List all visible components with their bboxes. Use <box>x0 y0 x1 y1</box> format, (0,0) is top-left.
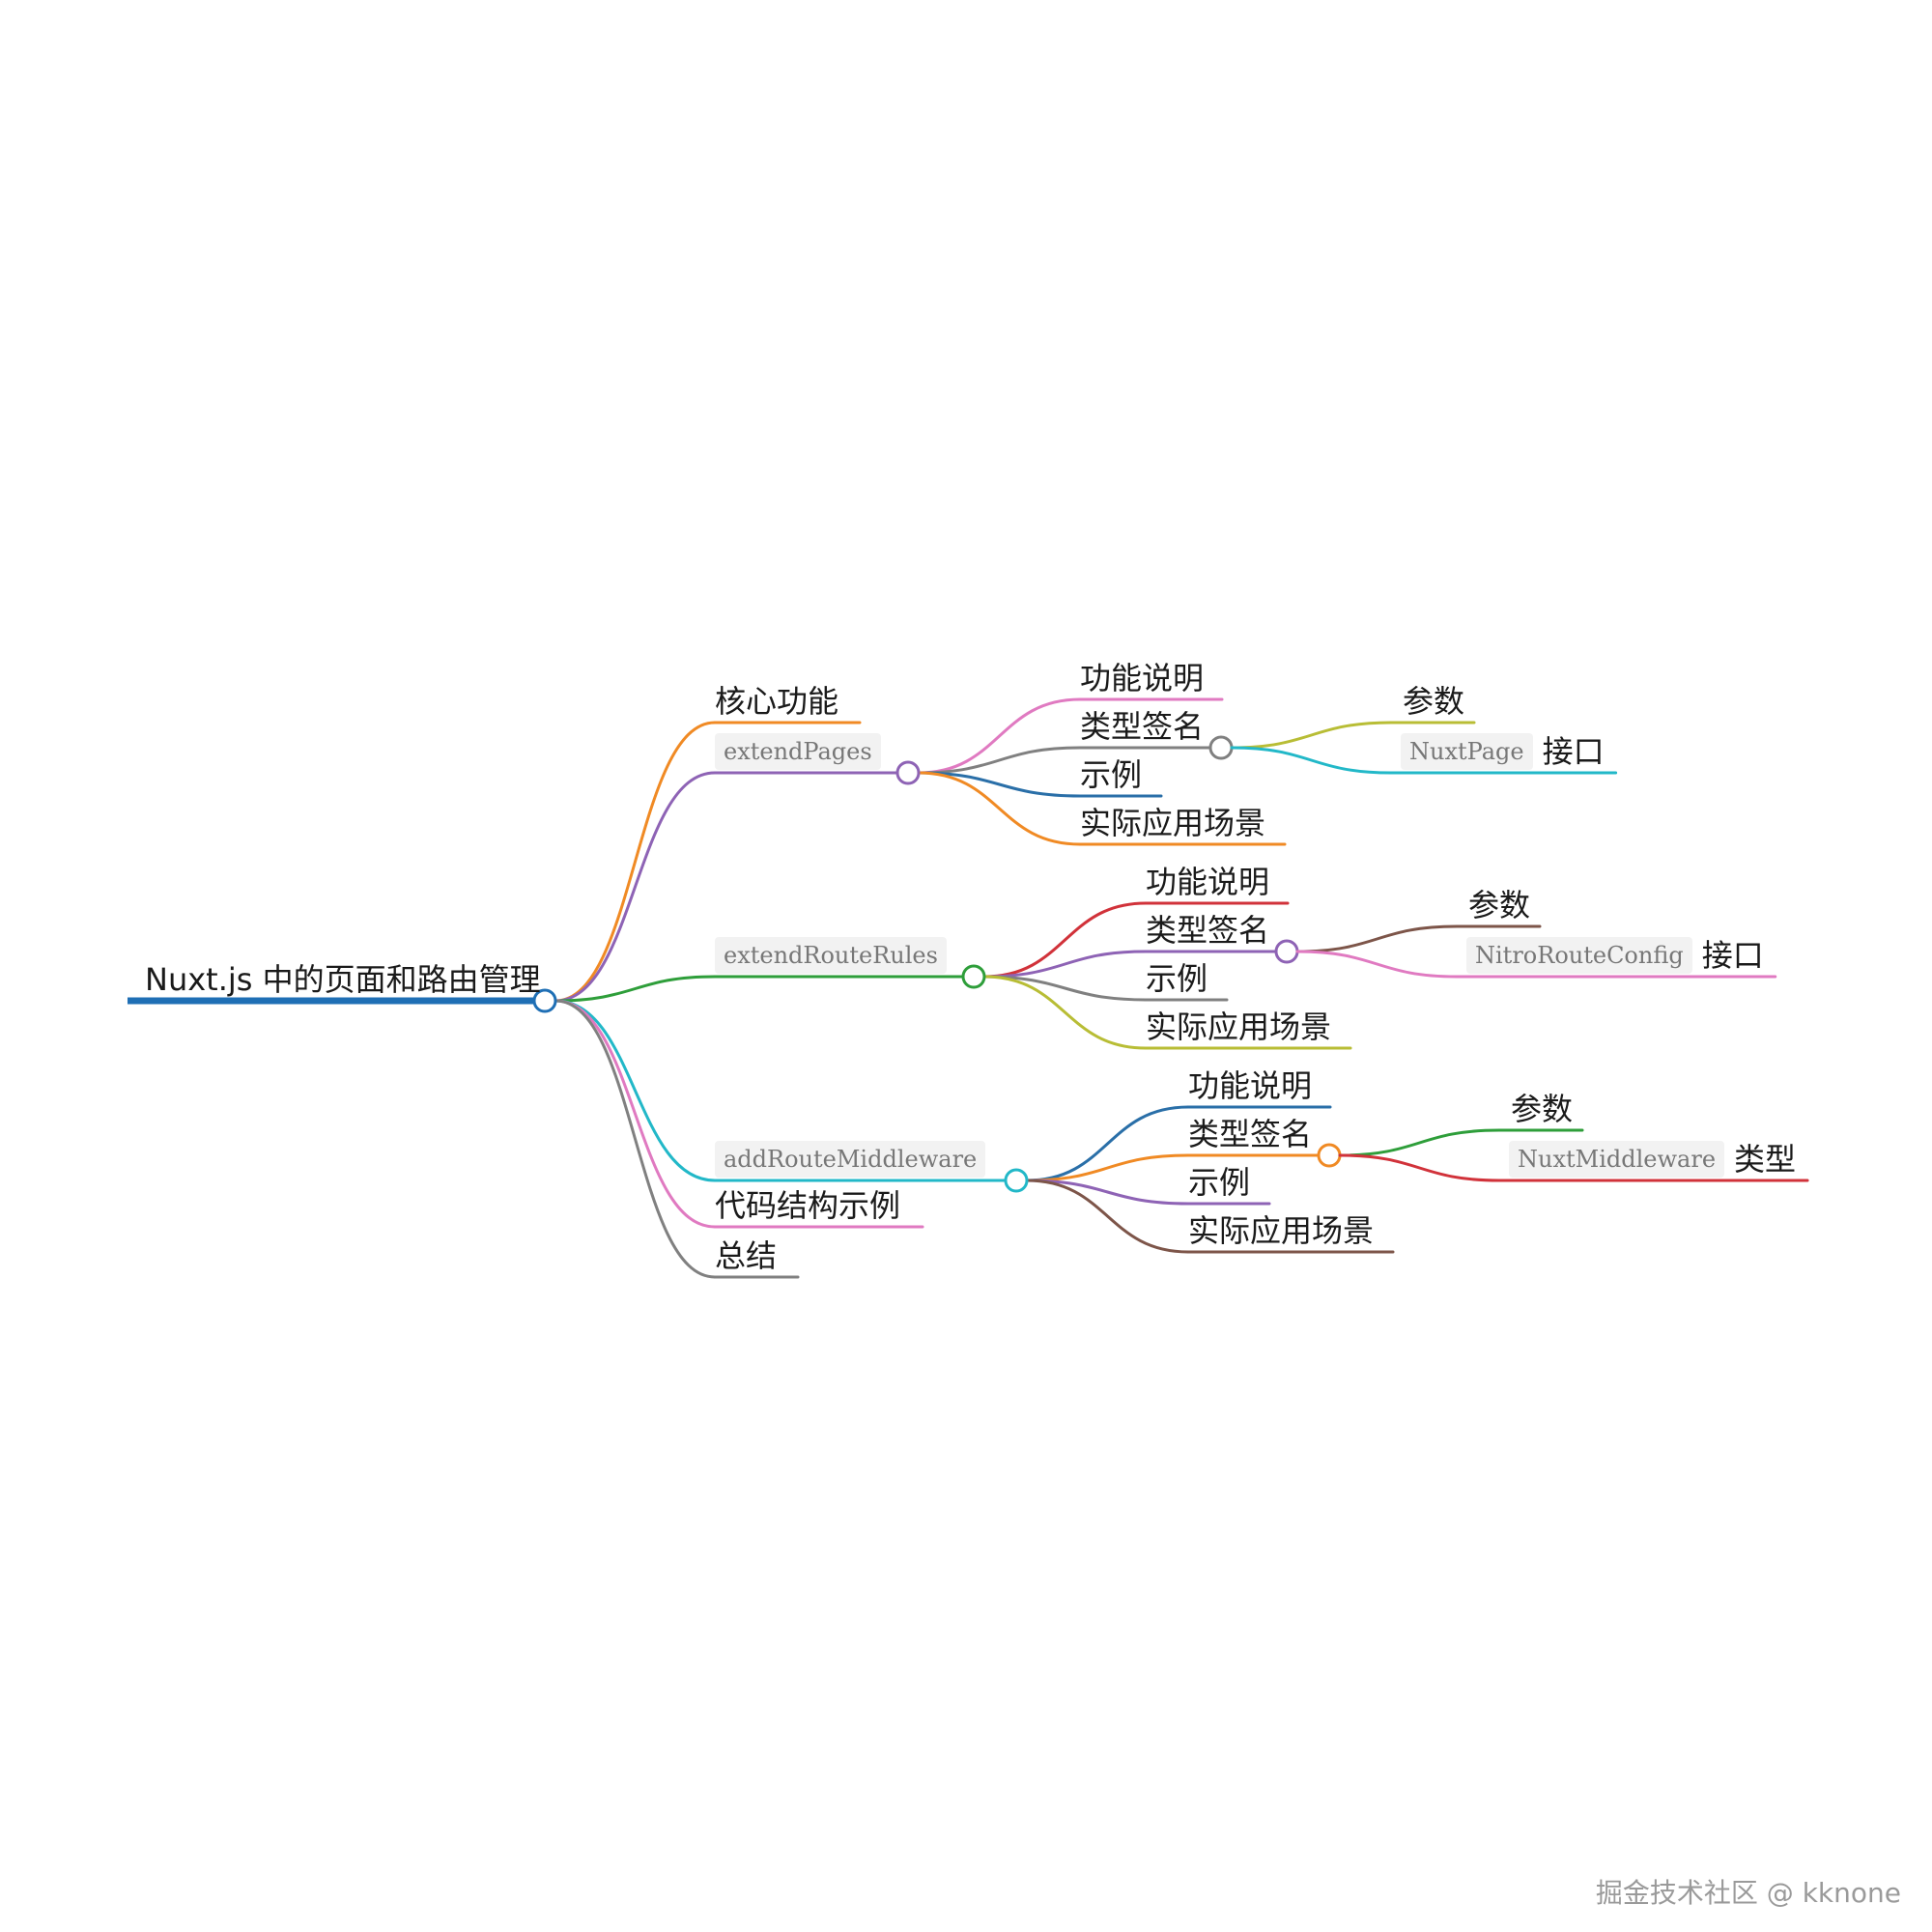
node-extendPages-1-1-suffix: 接口 <box>1542 733 1605 770</box>
node-extendPages-1-1-code: NuxtPage <box>1401 733 1533 770</box>
edge-extendRouteRules-1-1 <box>1295 950 1459 979</box>
node-core: 核心功能 <box>715 683 839 720</box>
node-extendPages: extendPages <box>715 733 881 770</box>
root-node: Nuxt.js 中的页面和路由管理 <box>145 961 541 998</box>
edge-root-core <box>554 721 717 1003</box>
node-extendRouteRules-code: extendRouteRules <box>715 937 947 974</box>
node-codeExample: 代码结构示例 <box>715 1187 901 1224</box>
node-extendRouteRules: extendRouteRules <box>715 937 947 974</box>
edge-extendRouteRules-1 <box>982 950 1148 979</box>
node-extendPages-1: 类型签名 <box>1080 708 1205 745</box>
edge-extendRouteRules-3 <box>982 975 1148 1050</box>
node-addRouteMiddleware-1: 类型签名 <box>1188 1116 1313 1152</box>
node-extendPages-3: 实际应用场景 <box>1080 805 1266 841</box>
node-extendPages-2: 示例 <box>1080 756 1143 793</box>
node-addRouteMiddleware-code: addRouteMiddleware <box>715 1141 986 1178</box>
edge-extendPages-1 <box>917 746 1082 775</box>
toggle-extendPages[interactable] <box>895 760 921 785</box>
node-extendRouteRules-3: 实际应用场景 <box>1146 1009 1332 1045</box>
edge-root-summary <box>554 999 717 1279</box>
edge-addRouteMiddleware-1 <box>1025 1153 1190 1182</box>
toggle-root[interactable] <box>532 988 557 1013</box>
node-extendPages-0: 功能说明 <box>1080 660 1205 696</box>
edge-root-extendRouteRules <box>554 975 717 1003</box>
node-addRouteMiddleware-0: 功能说明 <box>1188 1067 1313 1104</box>
edge-addRouteMiddleware-0 <box>1025 1105 1190 1182</box>
edge-extendRouteRules-0 <box>982 901 1148 979</box>
node-addRouteMiddleware-2: 示例 <box>1188 1164 1251 1201</box>
edge-addRouteMiddleware-1-1 <box>1338 1153 1501 1182</box>
node-extendRouteRules-1-1-suffix: 接口 <box>1701 937 1764 974</box>
toggle-extendPages-1[interactable] <box>1208 735 1234 760</box>
edge-extendPages-0 <box>917 697 1082 775</box>
edge-addRouteMiddleware-2 <box>1025 1179 1190 1206</box>
node-addRouteMiddleware-1-0: 参数 <box>1511 1091 1574 1127</box>
edge-extendPages-1-0 <box>1230 721 1393 750</box>
toggle-extendRouteRules[interactable] <box>961 964 986 989</box>
node-addRouteMiddleware-3: 实际应用场景 <box>1188 1212 1375 1249</box>
toggle-addRouteMiddleware-1[interactable] <box>1317 1143 1342 1168</box>
node-extendRouteRules-0: 功能说明 <box>1146 864 1270 900</box>
node-extendRouteRules-1-0: 参数 <box>1468 887 1531 923</box>
node-extendPages-code: extendPages <box>715 733 881 770</box>
node-addRouteMiddleware-1-1-suffix: 类型 <box>1734 1141 1797 1178</box>
edge-root-addRouteMiddleware <box>554 999 717 1182</box>
node-extendRouteRules-2: 示例 <box>1146 960 1208 997</box>
edge-root-extendPages <box>554 771 717 1003</box>
edge-addRouteMiddleware-1-0 <box>1338 1128 1501 1157</box>
edge-addRouteMiddleware-3 <box>1025 1179 1190 1254</box>
edge-extendRouteRules-2 <box>982 975 1148 1002</box>
node-extendRouteRules-1: 类型签名 <box>1146 912 1270 949</box>
edge-extendPages-1-1 <box>1230 746 1393 775</box>
toggle-extendRouteRules-1[interactable] <box>1274 939 1299 964</box>
edge-extendPages-3 <box>917 771 1082 846</box>
edge-extendPages-2 <box>917 771 1082 798</box>
toggle-addRouteMiddleware[interactable] <box>1004 1168 1029 1193</box>
node-extendRouteRules-1-1-code: NitroRouteConfig <box>1466 937 1692 974</box>
node-summary: 总结 <box>715 1237 778 1274</box>
node-addRouteMiddleware: addRouteMiddleware <box>715 1141 986 1178</box>
edge-extendRouteRules-1-0 <box>1295 924 1459 953</box>
node-extendPages-1-0: 参数 <box>1403 683 1465 720</box>
edge-root-codeExample <box>554 999 717 1229</box>
watermark: 掘金技术社区 @ kknone <box>1595 1877 1901 1909</box>
node-addRouteMiddleware-1-1-code: NuxtMiddleware <box>1509 1141 1725 1178</box>
